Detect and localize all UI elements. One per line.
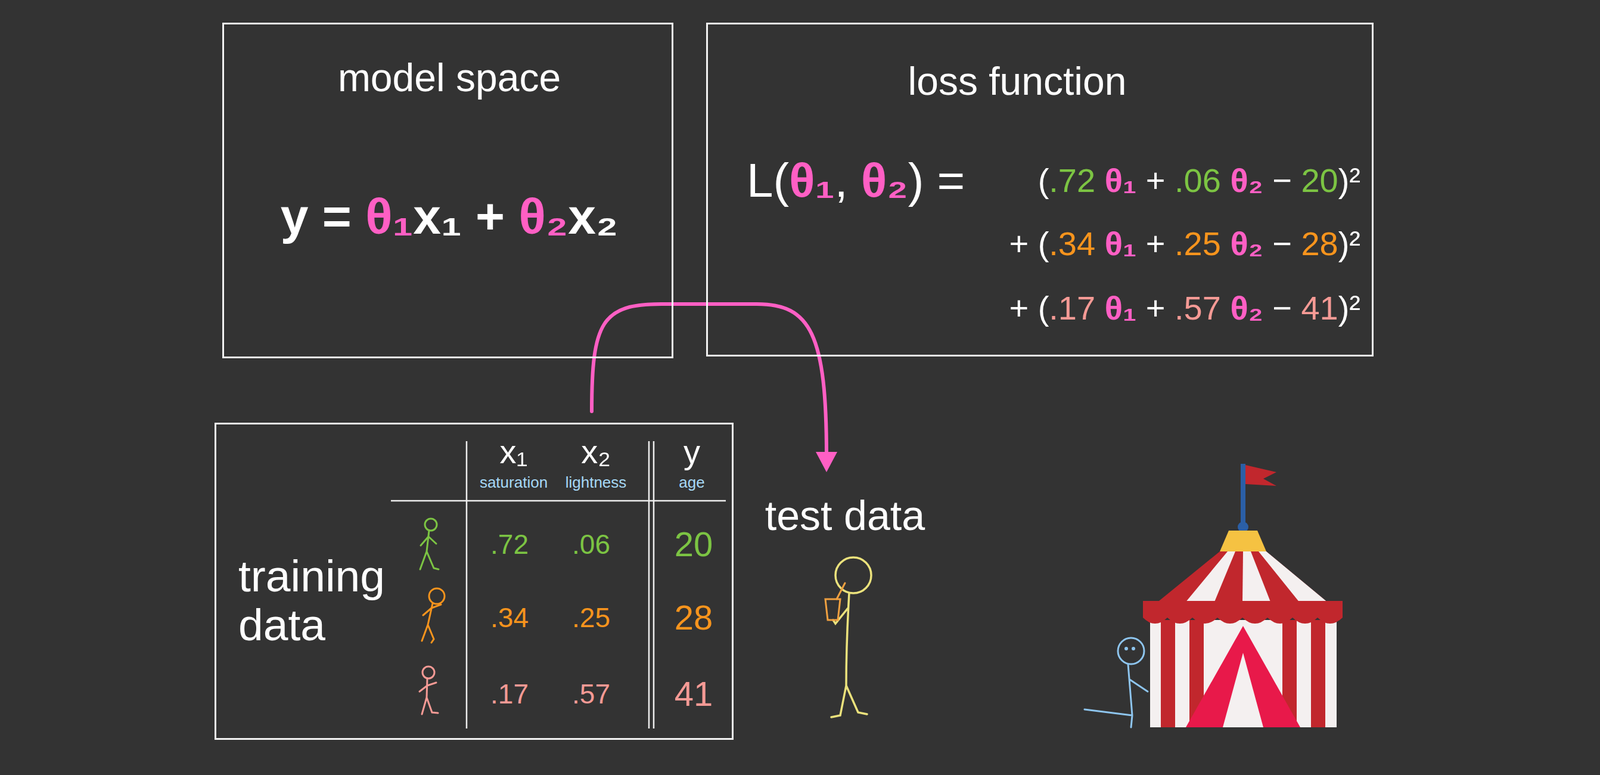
box-heading: training data (238, 551, 400, 650)
table-cell: 28 (674, 597, 714, 638)
coefficient: .06 (1174, 161, 1222, 200)
arrow-head (815, 451, 838, 472)
green-stick-figure (420, 518, 439, 570)
theta-symbol: θ₁ (1104, 289, 1137, 327)
arrow-head (815, 451, 838, 472)
coefficient: 28 (1300, 224, 1338, 263)
table-cell: 41 (674, 673, 714, 714)
salmon-stick-figure (419, 678, 438, 714)
flow-arrow (591, 303, 827, 456)
salmon-stick-figure (419, 666, 438, 714)
theta-symbol: θ₂ (519, 188, 569, 245)
orange-stick-figure (421, 603, 441, 643)
coefficient: 41 (1300, 289, 1338, 327)
test-stick-figure (835, 557, 872, 593)
table-cell: .34 (490, 601, 529, 634)
test-data-label: test data (765, 491, 926, 540)
circus-tent (1240, 463, 1246, 526)
drink-cup (825, 582, 845, 620)
coefficient: .57 (1174, 289, 1222, 327)
coefficient: .72 (1048, 161, 1096, 200)
circus-tent (1160, 619, 1176, 728)
flow-arrow (591, 303, 827, 456)
circus-tent (1258, 551, 1329, 604)
loss-lhs: L(θ₁, θ₂) = (746, 153, 965, 208)
circus-tent (1150, 619, 1337, 728)
circus-tent (1245, 464, 1277, 486)
column-subheader: lightness (565, 473, 627, 492)
column-header: x₂ (581, 432, 611, 471)
salmon-stick-figure (422, 666, 435, 679)
drink-cup (825, 598, 841, 620)
table-rules (653, 440, 655, 729)
model-equation: y = θ₁x₁ + θ₂x₂ (280, 187, 619, 246)
theta-symbol: θ₂ (1229, 289, 1263, 327)
orange-stick-figure (421, 588, 445, 643)
table-cell: .57 (572, 678, 611, 710)
circus-tent (1310, 619, 1326, 728)
green-stick-figure (424, 518, 437, 531)
loss-term: + (.34 θ₁ + .25 θ₂ − 28)² (1008, 224, 1361, 263)
loss-term: (.72 θ₁ + .06 θ₂ − 20)² (1038, 161, 1361, 200)
table-cell: .17 (490, 678, 529, 710)
test-stick-figure (831, 592, 868, 717)
column-subheader: saturation (479, 473, 548, 492)
circus-tent (1219, 530, 1267, 552)
coefficient: .25 (1174, 224, 1222, 263)
coefficient: 20 (1300, 161, 1338, 200)
theta-symbol: θ₂ (861, 153, 909, 207)
column-subheader: age (678, 473, 705, 492)
table-rules (648, 440, 651, 729)
table-cell: .06 (572, 528, 611, 561)
coefficient: .34 (1048, 224, 1096, 263)
sitting-stick-figure (1117, 637, 1145, 664)
sitting-stick-figure (1132, 647, 1135, 650)
theta-symbol: θ₁ (1104, 161, 1137, 200)
circus-tent (1142, 600, 1343, 624)
theta-symbol: θ₁ (365, 188, 413, 245)
loss-function-box: loss functionL(θ₁, θ₂) = (.72 θ₁ + .06 θ₂… (706, 22, 1374, 357)
drink-cup (836, 582, 845, 599)
theta-symbol: θ₂ (1229, 224, 1263, 263)
model-space-box: model space y = θ₁x₁ + θ₂x₂ (222, 22, 674, 359)
sitting-stick-figure (1084, 663, 1148, 728)
orange-stick-figure (429, 588, 445, 604)
box-heading: loss function (908, 58, 1127, 105)
table-rules (465, 440, 468, 729)
column-header: y (683, 432, 701, 471)
circus-tent (1142, 463, 1343, 728)
table-cell: .25 (572, 601, 611, 634)
green-stick-figure (420, 530, 439, 570)
loss-term: + (.17 θ₁ + .57 θ₂ − 41)² (1008, 289, 1361, 328)
table-cell: 20 (674, 524, 714, 565)
sitting-stick-figure (1084, 637, 1148, 728)
theta-symbol: θ₂ (1229, 161, 1263, 200)
column-header: x₁ (499, 432, 528, 471)
training-data-box: training data (214, 422, 734, 740)
theta-symbol: θ₁ (1104, 224, 1137, 263)
test-stick-figure (831, 557, 872, 717)
circus-tent (1184, 551, 1236, 604)
circus-tent (1156, 551, 1329, 604)
circus-tent (1222, 652, 1264, 728)
theta-symbol: θ₁ (788, 153, 835, 207)
box-heading: model space (337, 55, 561, 101)
coefficient: .17 (1048, 289, 1096, 327)
table-rules (390, 440, 726, 729)
table-cell: .72 (490, 528, 529, 561)
circus-tent (1185, 625, 1301, 728)
table-rules (390, 499, 726, 502)
sitting-stick-figure (1125, 647, 1128, 650)
